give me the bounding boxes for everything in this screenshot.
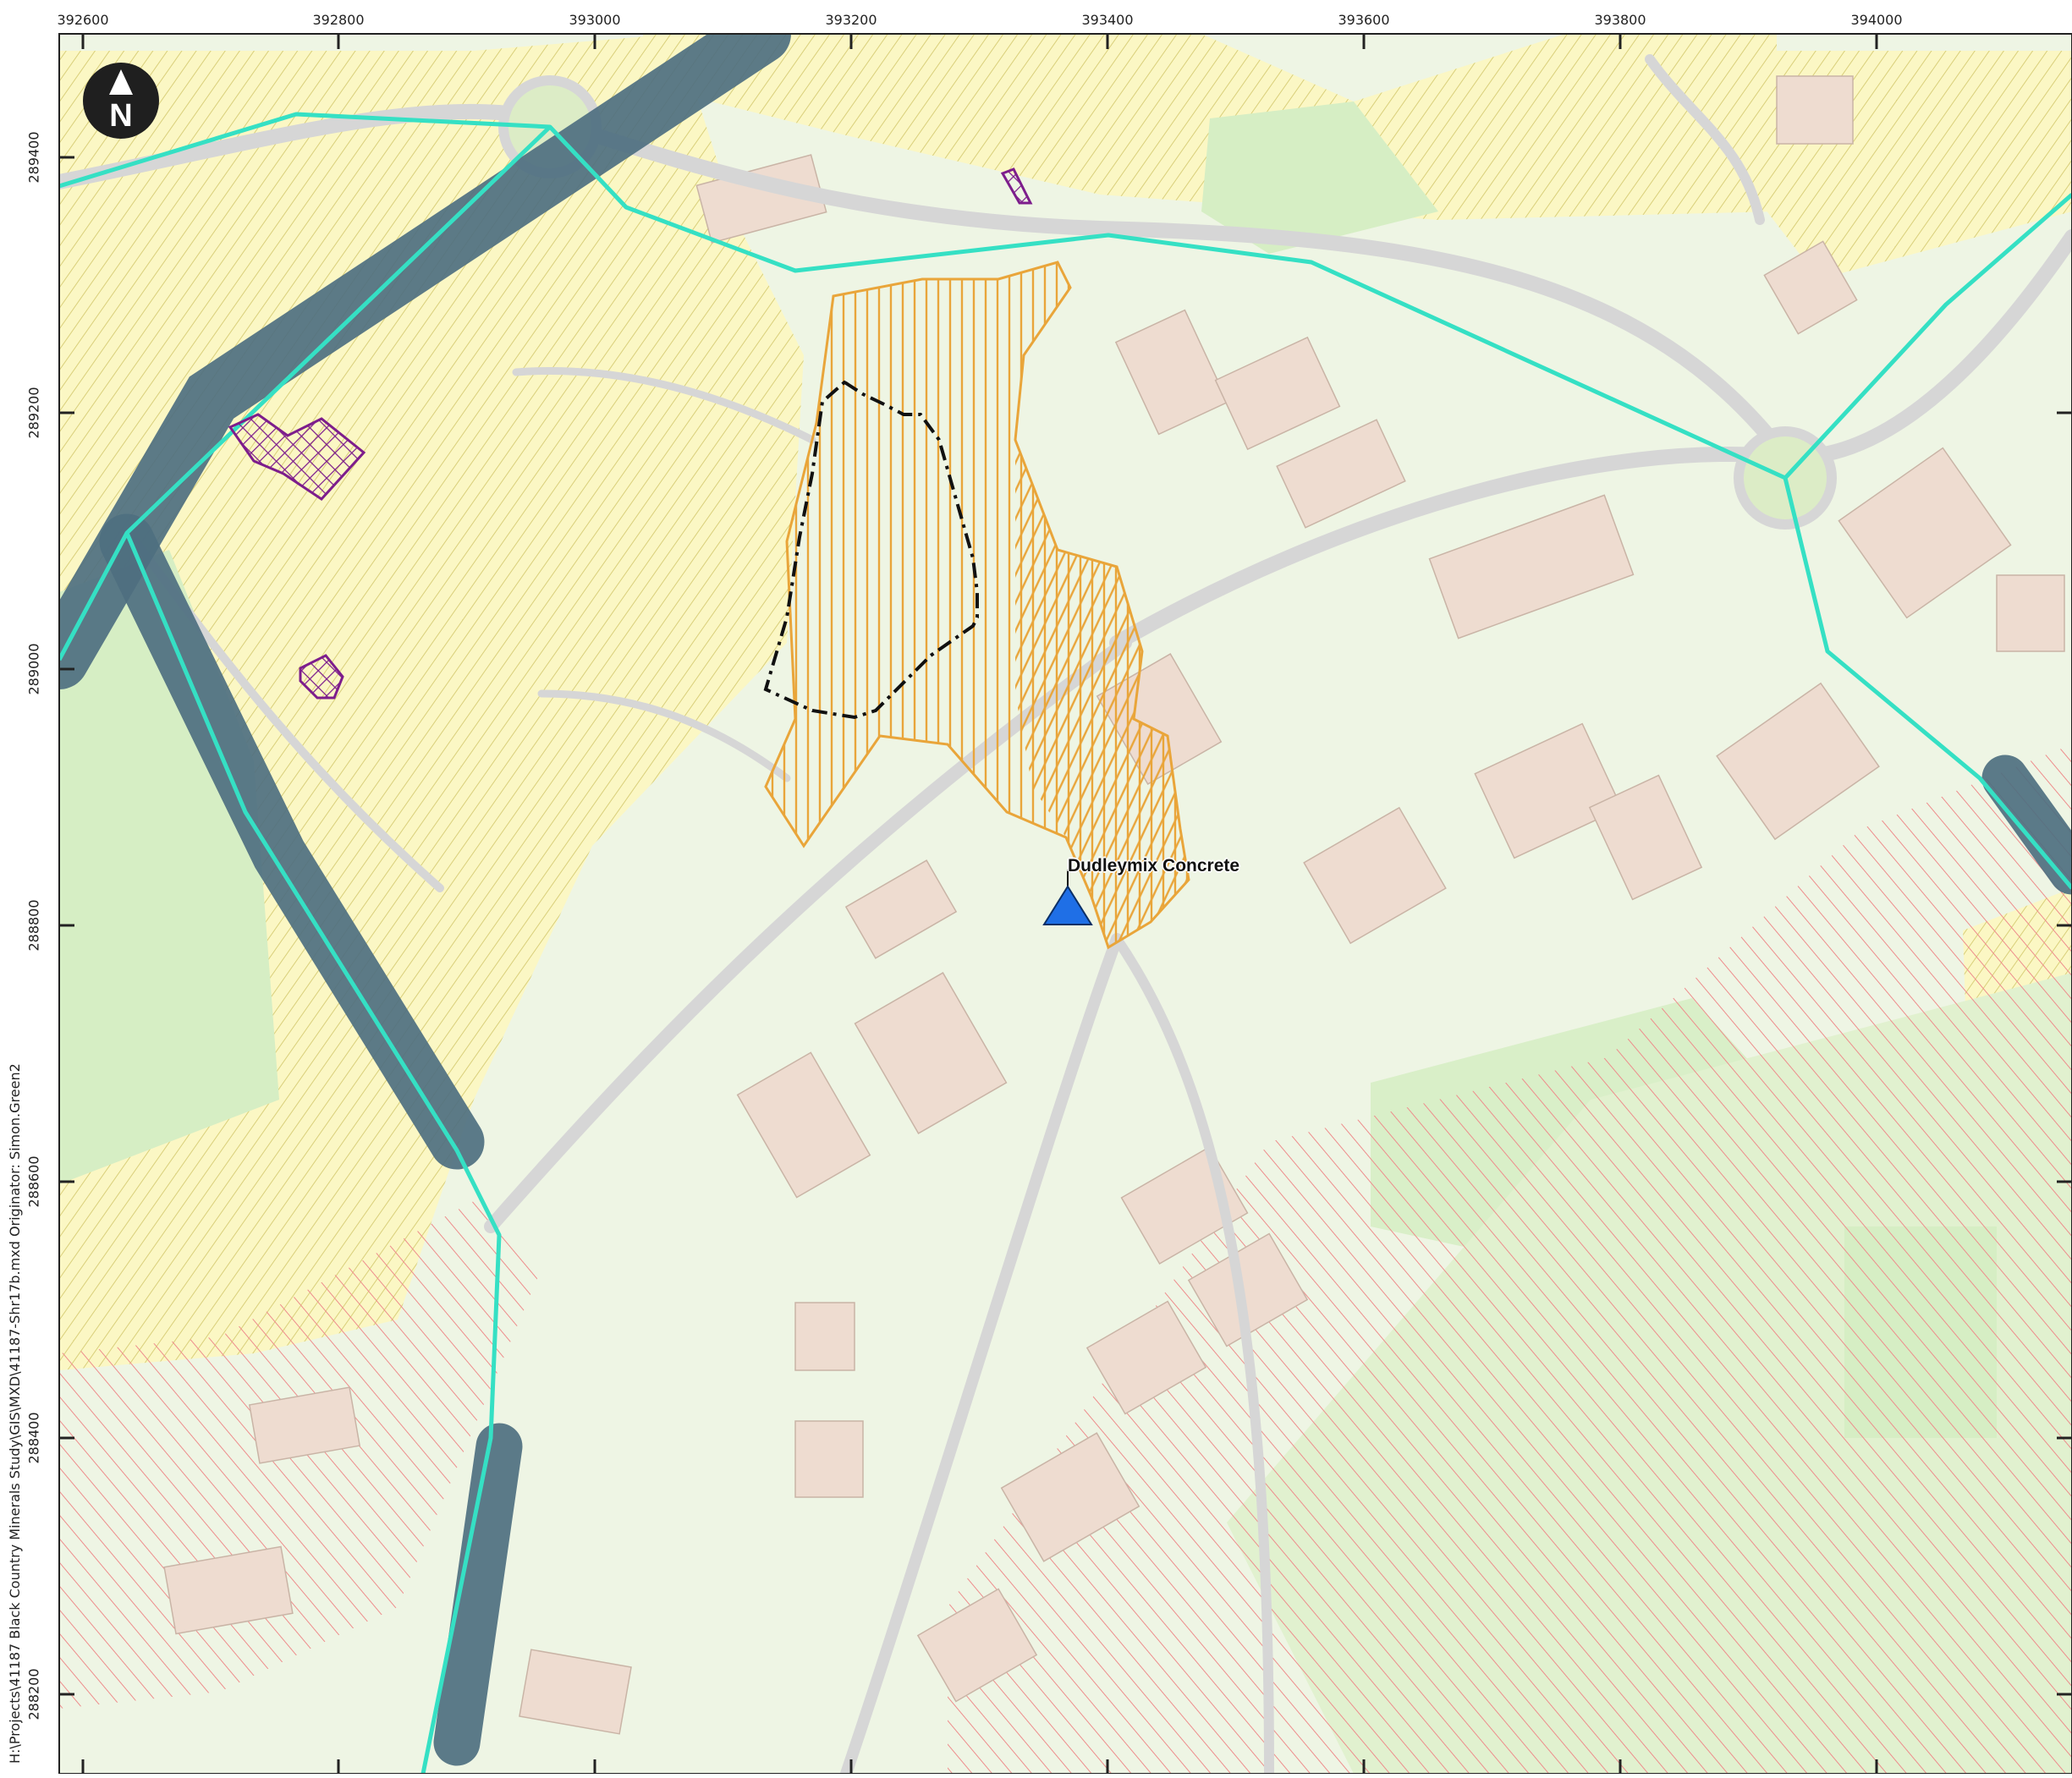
y-tick-label: 288800 <box>25 899 42 952</box>
x-axis-ticks <box>81 34 1878 1774</box>
y-tick-label: 289400 <box>25 131 42 184</box>
north-letter: N <box>109 98 133 134</box>
boundary-line <box>59 112 2072 1774</box>
x-tick-label: 394000 <box>1850 12 1903 28</box>
x-tick-label: 393000 <box>569 12 621 28</box>
x-tick-label: 393800 <box>1594 12 1646 28</box>
roads <box>59 54 2072 1774</box>
y-tick-label: 289000 <box>25 643 42 695</box>
site-marker-icon[interactable] <box>1042 870 1093 925</box>
y-axis-ticks <box>59 156 2072 1696</box>
x-tick-label: 392800 <box>312 12 365 28</box>
north-arrow-pointer <box>109 69 133 95</box>
site-label[interactable]: Dudleymix Concrete <box>1068 856 1240 875</box>
purple-parcels <box>228 167 1033 700</box>
x-tick-label: 393400 <box>1081 12 1134 28</box>
buildings <box>163 75 2065 1735</box>
north-arrow-icon: N <box>83 63 159 139</box>
x-tick-label: 393600 <box>1338 12 1390 28</box>
x-tick-label: 392600 <box>57 12 109 28</box>
y-tick-label: 289200 <box>25 387 42 439</box>
y-tick-label: 288200 <box>25 1668 42 1720</box>
x-tick-label: 393200 <box>825 12 877 28</box>
site-boundary-outline <box>763 380 979 720</box>
file-path-label: H:\Projects\41187 Black Country Minerals… <box>7 1063 23 1764</box>
y-tick-label: 288600 <box>25 1155 42 1208</box>
y-tick-label: 288400 <box>25 1412 42 1464</box>
